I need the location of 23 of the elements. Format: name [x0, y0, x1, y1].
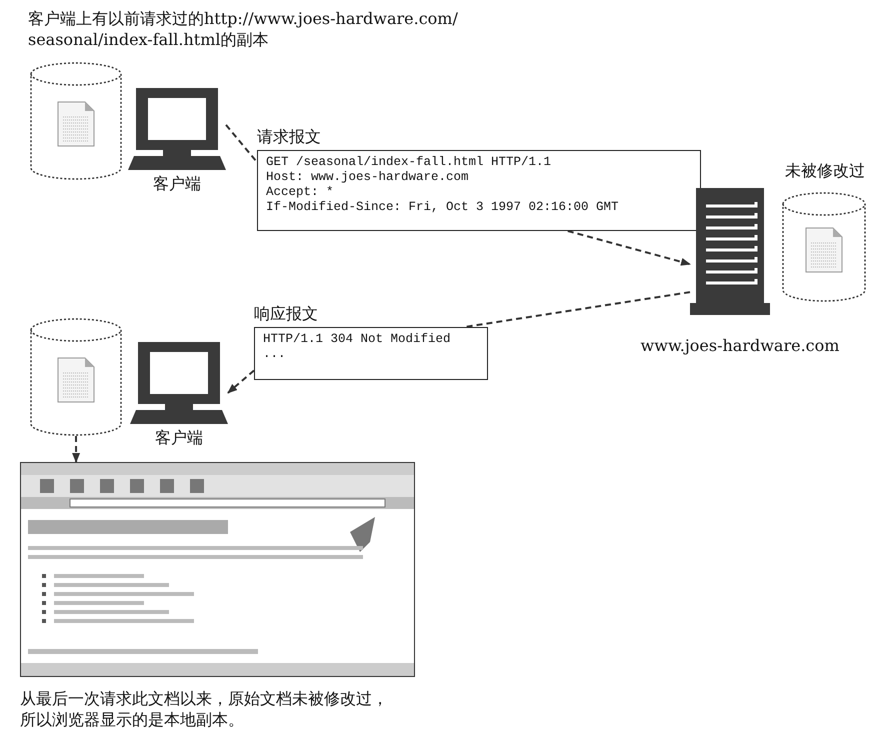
node-label: 未被修改过 — [784, 160, 866, 181]
code-line: HTTP/1.1 304 Not Modified — [263, 332, 452, 347]
node-label: www.joes-hardware.com — [640, 335, 840, 356]
code-line: Accept: * — [266, 185, 335, 200]
connector-line — [225, 124, 258, 163]
node-label: 客户端 — [152, 173, 202, 194]
message-title: 请求报文 — [257, 126, 321, 147]
code-line: ... — [263, 347, 287, 362]
arrow — [227, 370, 255, 394]
arrow — [72, 436, 80, 463]
node-label: 客户端 — [154, 427, 204, 448]
arrow — [568, 230, 691, 266]
note-text: 从最后一次请求此文档以来，原始文档未被修改过，所以浏览器显示的是本地副本。 — [20, 688, 389, 730]
code-line: Host: www.joes-hardware.com — [266, 170, 470, 185]
code-line: GET /seasonal/index-fall.html HTTP/1.1 — [266, 155, 552, 170]
code-line: If-Modified-Since: Fri, Oct 3 1997 02:16:00 GMT — [266, 200, 620, 215]
server-icon — [690, 188, 770, 315]
message-title: 响应报文 — [254, 303, 318, 324]
note-text: 客户端上有以前请求过的http://www.joes-hardware.com/seasonal/index-fall.html的副本 — [28, 8, 458, 50]
computer-icon — [130, 342, 228, 424]
browser-window-drawing — [20, 462, 415, 677]
computer-icon — [128, 88, 226, 170]
connector-line — [464, 291, 690, 328]
